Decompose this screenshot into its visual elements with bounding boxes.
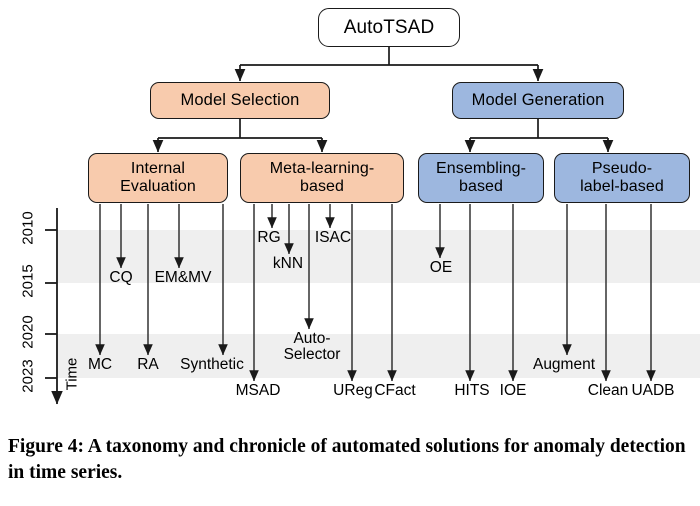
leaf-label-ureg: UReg — [333, 382, 373, 399]
arrows-meta-learning — [249, 204, 397, 382]
node-ensembling-based-label: Ensembling- based — [424, 160, 538, 196]
node-model-generation[interactable]: Model Generation — [452, 82, 624, 119]
time-axis-label: Time — [63, 357, 81, 391]
line1: Internal — [130, 160, 186, 178]
leaf-label-rg: RG — [257, 229, 281, 246]
leaf-label-cq: CQ — [109, 269, 133, 286]
figure-caption: Figure 4: A taxonomy and chronicle of au… — [8, 436, 686, 483]
line1: Meta-learning- — [269, 160, 375, 178]
leaf-label-em-mv: EM&MV — [154, 269, 212, 286]
node-model-selection[interactable]: Model Selection — [150, 82, 330, 119]
leaf-label-clean: Clean — [587, 382, 629, 399]
node-ensembling-based[interactable]: Ensembling- based — [418, 153, 544, 203]
auto-selector-line2: Selector — [283, 346, 341, 364]
node-internal-evaluation-label: Internal Evaluation — [108, 160, 208, 196]
line1: Pseudo- — [591, 160, 653, 178]
node-model-generation-label: Model Generation — [471, 91, 605, 110]
arrows-internal-evaluation — [95, 204, 228, 356]
leaf-label-hits: HITS — [454, 382, 490, 399]
line2: label-based — [580, 178, 664, 195]
time-bands — [56, 230, 700, 378]
leaf-label-ioe: IOE — [499, 382, 527, 399]
year-label-2023: 2023 — [19, 359, 37, 393]
node-root-label: AutoTSAD — [343, 16, 435, 38]
year-label-2010: 2010 — [19, 211, 37, 245]
leaf-label-augment: Augment — [532, 356, 596, 373]
leaf-label-knn: kNN — [272, 255, 304, 272]
taxonomy-diagram: AutoTSAD Model Selection Model Generatio… — [19, 8, 700, 405]
leaf-label-synthetic: Synthetic — [180, 356, 244, 373]
node-meta-learning-based-label: Meta-learning- based — [258, 160, 387, 196]
connector-selection-level3 — [152, 119, 328, 153]
leaf-label-uadb: UADB — [631, 382, 675, 399]
node-root[interactable]: AutoTSAD — [318, 8, 460, 47]
diagram-canvas — [45, 47, 700, 405]
leaf-label-ra: RA — [137, 356, 159, 373]
line1: Ensembling- — [435, 160, 527, 178]
leaf-label-isac: ISAC — [314, 229, 352, 246]
year-label-2020: 2020 — [19, 315, 37, 349]
line2: Evaluation — [120, 178, 196, 195]
node-pseudo-label-based[interactable]: Pseudo- label-based — [554, 153, 690, 203]
line2: based — [458, 178, 504, 195]
year-label-2015: 2015 — [19, 264, 37, 298]
line2: based — [299, 178, 345, 195]
arrows-pseudo-label — [562, 204, 656, 382]
auto-selector-line1: Auto- — [293, 330, 331, 347]
leaf-label-mc: MC — [87, 356, 113, 373]
connector-root-level2 — [234, 47, 544, 82]
node-meta-learning-based[interactable]: Meta-learning- based — [240, 153, 404, 203]
leaf-label-cfact: CFact — [374, 382, 416, 399]
leaf-label-auto-selector: Auto- Selector — [283, 330, 341, 364]
node-pseudo-label-based-label: Pseudo- label-based — [568, 160, 676, 196]
time-axis — [45, 208, 63, 405]
connector-generation-level3 — [464, 119, 614, 153]
leaf-label-msad: MSAD — [235, 382, 281, 399]
arrows-ensembling — [435, 204, 518, 382]
leaf-label-oe: OE — [429, 259, 453, 276]
node-internal-evaluation[interactable]: Internal Evaluation — [88, 153, 228, 203]
node-model-selection-label: Model Selection — [180, 91, 300, 110]
